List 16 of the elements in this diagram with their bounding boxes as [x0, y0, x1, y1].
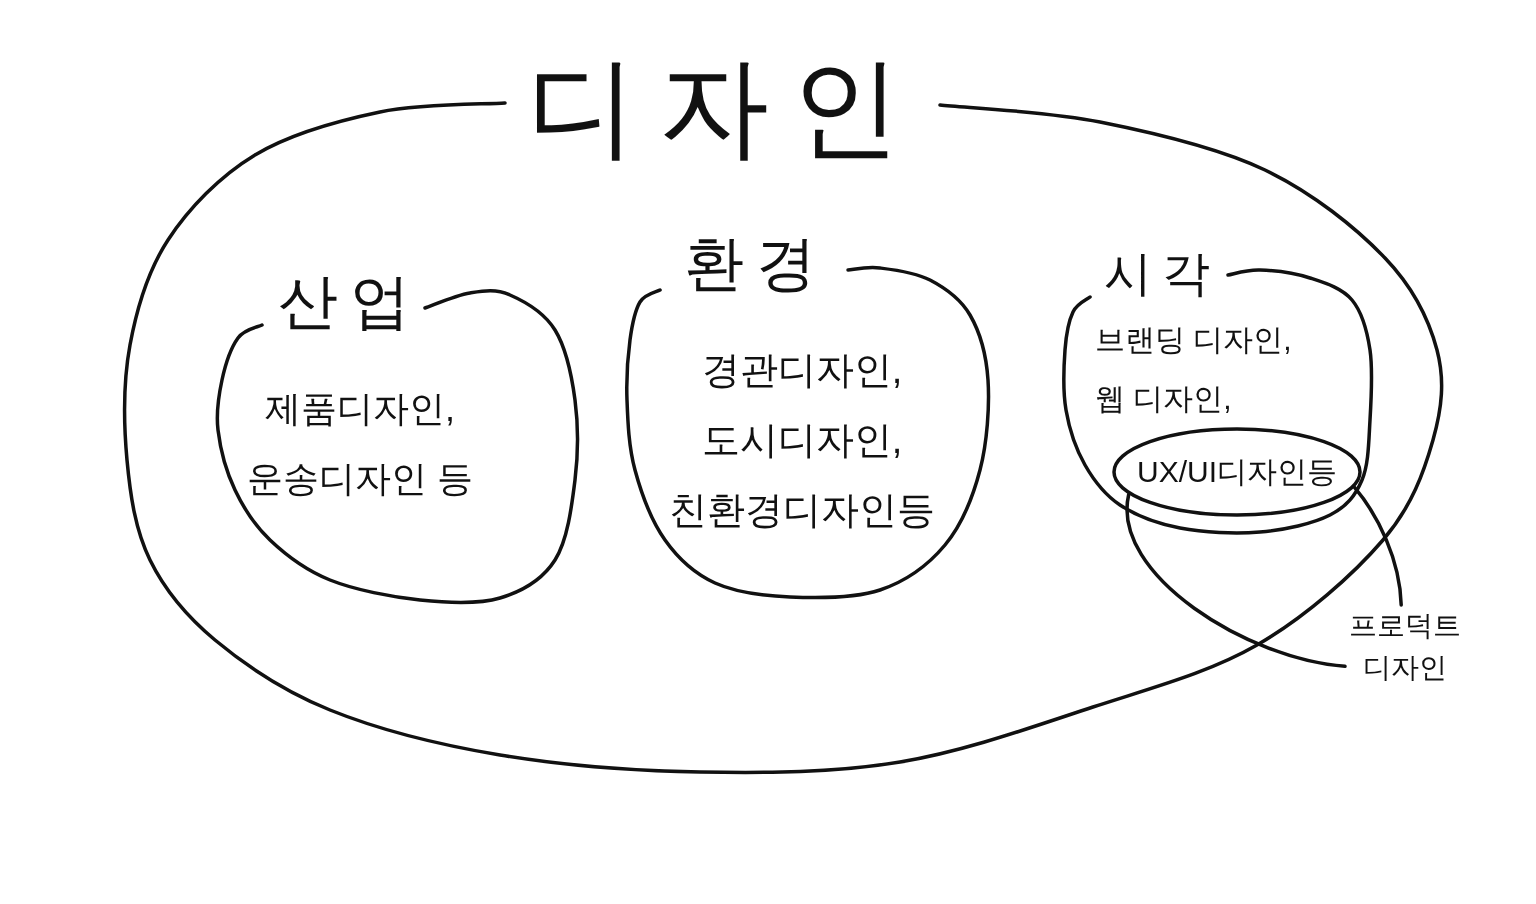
list-item-text: 운송디자인 등 [246, 457, 474, 501]
list-item-text: 브랜딩 디자인, [1095, 322, 1293, 358]
list-item-text: 경관디자인, [700, 348, 904, 393]
main-heading: 디자인 [526, 52, 924, 162]
category-heading: 환경 [683, 234, 829, 294]
list-item-text: 제품디자인, [264, 387, 456, 431]
leader-line [1125, 492, 1347, 669]
list-item-text: 친환경디자인등 [668, 488, 936, 533]
subcategory-ellipse [1112, 427, 1362, 517]
list-item-text: 웹 디자인, [1095, 381, 1233, 417]
category-heading: 시각 [1103, 250, 1221, 298]
category-heading: 산업 [277, 272, 423, 332]
list-item-text: UX/UI디자인등 [1136, 454, 1338, 490]
annotation-text: 프로덕트 디자인 [1345, 605, 1465, 691]
leader-line [1352, 485, 1403, 607]
list-item-text: 도시디자인, [700, 418, 904, 463]
